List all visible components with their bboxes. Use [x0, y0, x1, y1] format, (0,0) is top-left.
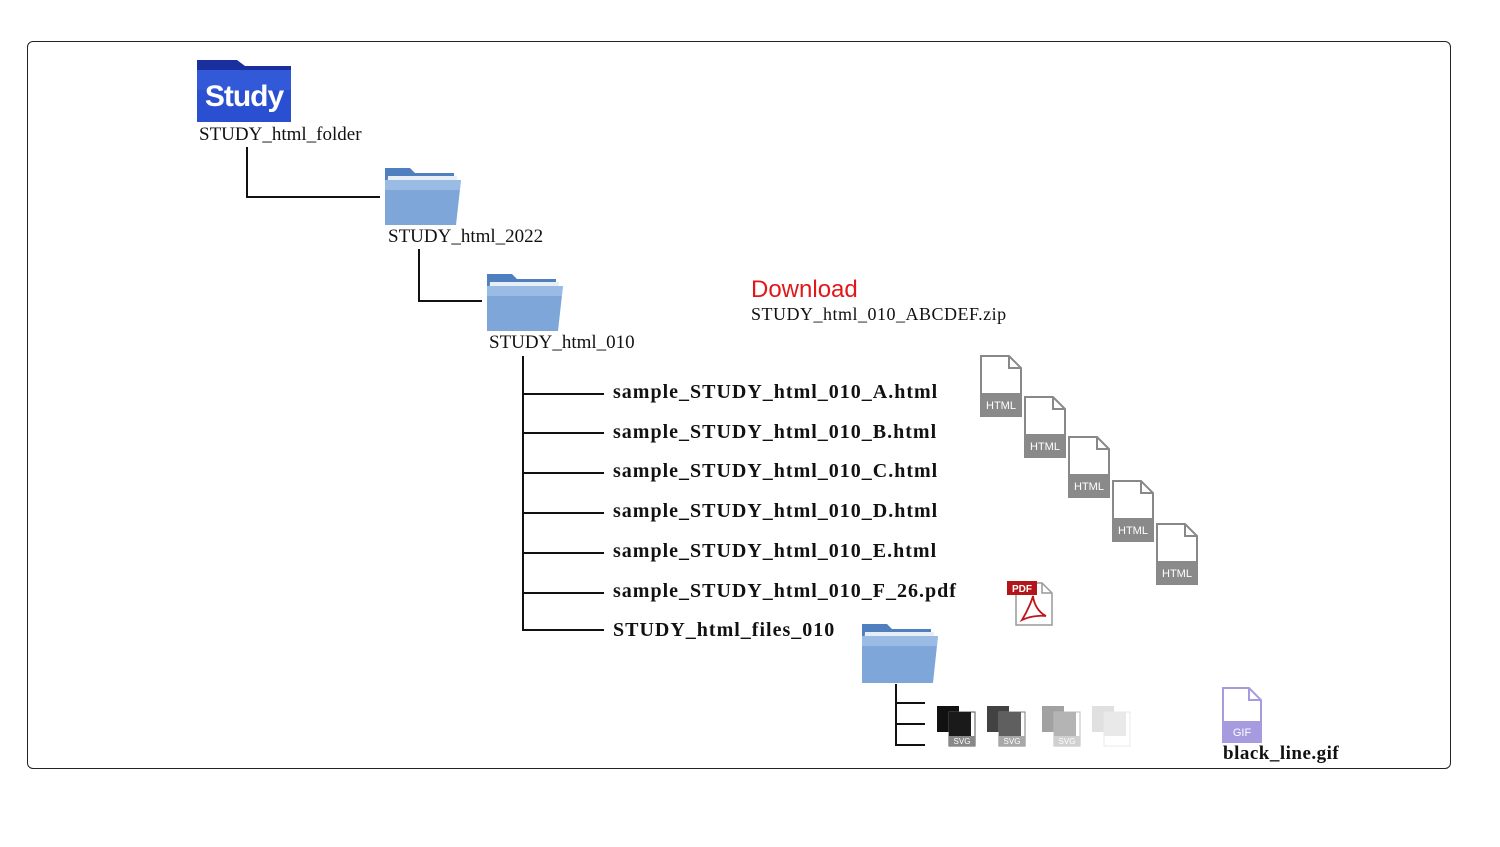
connector-line — [418, 249, 420, 301]
gif-file-icon: GIF — [1222, 687, 1262, 748]
study-folder-icon: Study — [197, 60, 291, 122]
file-label-b: sample_STUDY_html_010_B.html — [613, 421, 938, 443]
svg-text:SVG: SVG — [954, 737, 971, 746]
folder-icon — [384, 166, 462, 226]
folder-icon — [861, 622, 939, 684]
svg-text:GIF: GIF — [1233, 727, 1252, 739]
html-file-icon: HTML — [1024, 396, 1066, 463]
svg-text:SVG: SVG — [1004, 737, 1021, 746]
connector-line — [522, 592, 604, 594]
connector-line — [895, 744, 925, 746]
diagram-frame — [27, 41, 1451, 769]
level2-folder-label: STUDY_html_010 — [489, 332, 635, 353]
file-label-e: sample_STUDY_html_010_E.html — [613, 540, 938, 562]
level1-folder-label: STUDY_html_2022 — [388, 226, 544, 247]
connector-line — [895, 723, 925, 725]
svg-text:HTML: HTML — [1118, 525, 1148, 537]
connector-line — [522, 552, 604, 554]
file-label-f: sample_STUDY_html_010_F_26.pdf — [613, 580, 957, 602]
connector-line — [895, 702, 925, 704]
download-file-name: STUDY_html_010_ABCDEF.zip — [751, 304, 1007, 324]
connector-line — [522, 432, 604, 434]
html-file-icon: HTML — [1068, 436, 1110, 503]
html-file-icon: HTML — [1112, 480, 1154, 547]
gif-file-label: black_line.gif — [1223, 743, 1340, 764]
pdf-file-icon: PDF — [1006, 580, 1054, 631]
connector-line — [895, 684, 897, 745]
connector-line — [246, 196, 380, 198]
download-title: Download — [751, 276, 858, 303]
file-label-d: sample_STUDY_html_010_D.html — [613, 500, 939, 522]
svg-text:HTML: HTML — [1074, 481, 1104, 493]
connector-line — [246, 147, 248, 197]
html-file-icon: HTML — [1156, 523, 1198, 590]
connector-line — [522, 629, 604, 631]
files-folder-label: STUDY_html_files_010 — [613, 619, 836, 641]
connector-line — [522, 472, 604, 474]
connector-line — [418, 300, 482, 302]
study-logo-text: Study — [204, 80, 284, 113]
folder-icon — [486, 272, 564, 332]
root-folder-label: STUDY_html_folder — [199, 124, 362, 145]
file-label-a: sample_STUDY_html_010_A.html — [613, 381, 939, 403]
svg-text:PDF: PDF — [1012, 584, 1032, 595]
connector-line — [522, 393, 604, 395]
svg-text:HTML: HTML — [986, 400, 1016, 412]
svg-text:SVG: SVG — [1059, 737, 1076, 746]
svg-files-group: SVG SVG SVG — [937, 706, 1137, 752]
svg-text:HTML: HTML — [1162, 568, 1192, 580]
connector-line — [522, 356, 524, 630]
connector-line — [522, 512, 604, 514]
html-file-icon: HTML — [980, 355, 1022, 422]
svg-text:HTML: HTML — [1030, 441, 1060, 453]
file-label-c: sample_STUDY_html_010_C.html — [613, 460, 939, 482]
